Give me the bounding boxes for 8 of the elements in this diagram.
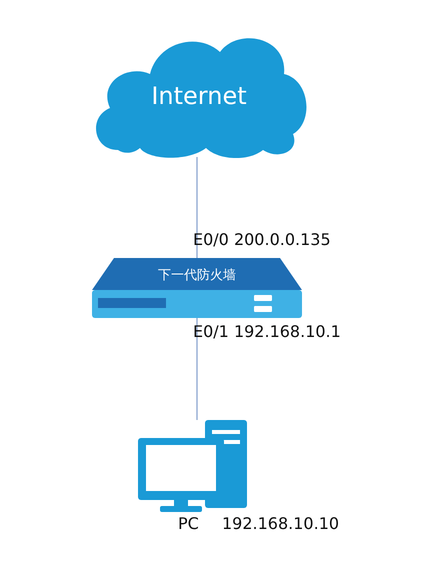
interface-label: E0/0 200.0.0.135 xyxy=(193,230,331,249)
interface-label: E0/1 192.168.10.1 xyxy=(193,322,341,341)
pc-label: PC xyxy=(178,514,199,533)
connector-line xyxy=(196,318,198,420)
device-label: 下一代防火墙 xyxy=(157,267,237,284)
pc-label: 192.168.10.10 xyxy=(222,514,340,533)
cloud-label: Internet xyxy=(150,82,248,110)
connector-line xyxy=(196,157,198,258)
